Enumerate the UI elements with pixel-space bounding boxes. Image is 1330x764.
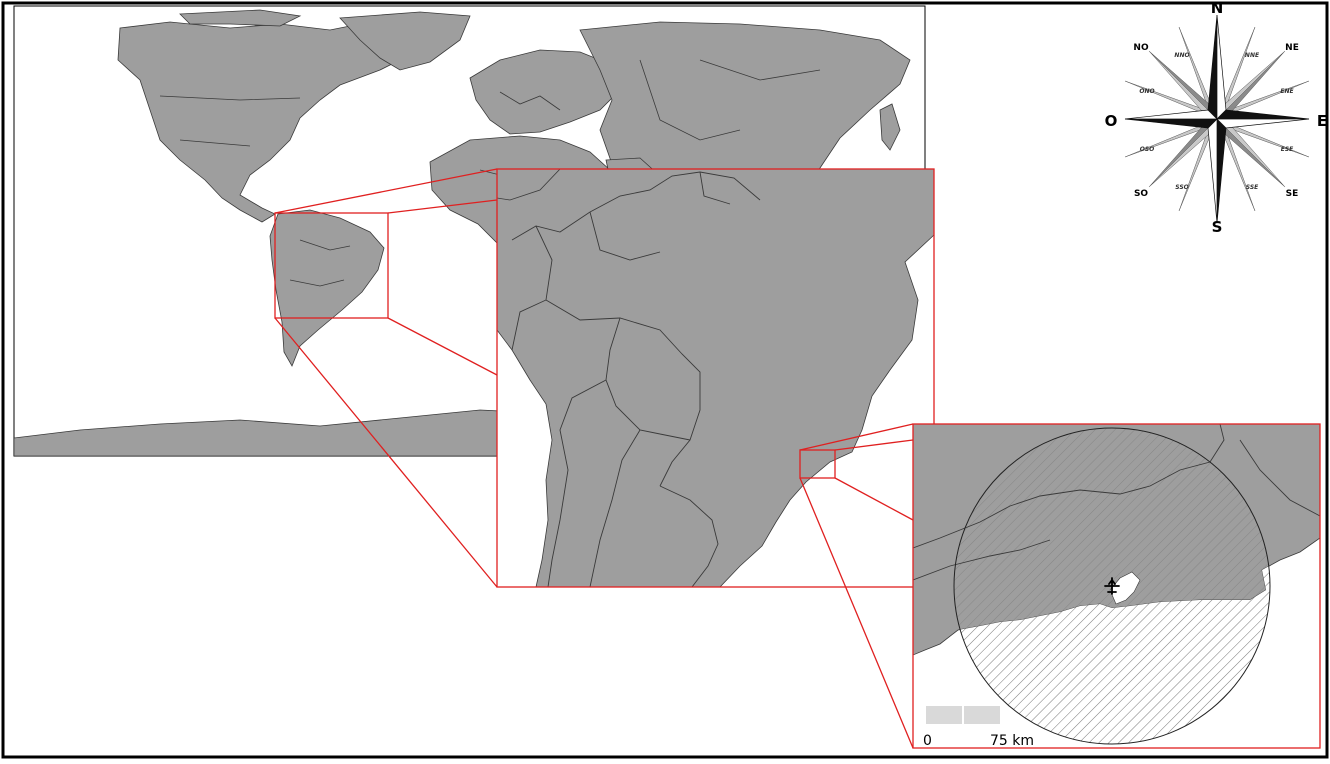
scale-bar-segment-2 <box>964 706 1000 724</box>
arctic-islands <box>179 9 302 27</box>
compass-label-w: O <box>1105 112 1118 130</box>
compass-label-ssw: SSO <box>1175 184 1189 191</box>
south-america-landmass-inset <box>497 169 934 587</box>
rio-borders <box>913 424 1320 581</box>
compass-label-n: N <box>1211 0 1224 17</box>
south-america-selection-box <box>274 212 389 319</box>
world-to-sa-connectors <box>274 168 498 588</box>
guanabara-bay <box>1109 571 1141 605</box>
europe-landmass <box>469 49 621 135</box>
compass-label-ese: ESE <box>1281 146 1294 153</box>
compass-label-se: SE <box>1286 189 1299 199</box>
scale-bar-end-label: 75 km <box>990 733 1034 749</box>
greenland-landmass <box>339 11 471 71</box>
compass-label-s: S <box>1212 218 1223 236</box>
compass-label-wsw: OSO <box>1140 146 1155 153</box>
south-america-inset-frame <box>496 168 935 588</box>
compass-secondary-rays <box>1124 26 1310 212</box>
compass-label-wnw: ONO <box>1139 88 1154 95</box>
caribbean-coast-landmass <box>497 169 561 201</box>
rio-inset-frame <box>912 423 1321 749</box>
study-area-buffer-circle <box>953 427 1271 745</box>
south-america-landmasses <box>497 169 934 587</box>
sa-to-rio-connectors <box>799 423 914 749</box>
compass-label-sw: SO <box>1134 189 1148 199</box>
compass-label-nne: NNE <box>1245 52 1260 59</box>
compass-label-e: E <box>1317 112 1327 130</box>
south-america-inset-panel <box>496 168 935 588</box>
scale-bar-segment-1 <box>926 706 962 724</box>
compass-label-nw: NO <box>1133 43 1149 53</box>
compass-secondary-labels: NNE NNO ENE ESE SSE SSO OSO ONO <box>1139 52 1294 191</box>
compass-label-ene: ENE <box>1280 88 1294 95</box>
japan-landmass <box>879 103 901 151</box>
airplane-icon <box>1104 577 1120 595</box>
compass-label-sse: SSE <box>1246 184 1259 191</box>
scale-bar-start-label: 0 <box>923 733 932 749</box>
south-america-country-borders <box>511 171 761 587</box>
compass-intercardinal-rays <box>1148 50 1286 188</box>
compass-cardinal-rays <box>1124 14 1310 224</box>
rio-inset-panel: 0 75 km <box>912 423 1321 749</box>
scale-bar: 0 75 km <box>923 706 1034 749</box>
compass-rose-icon: N S E O NE NO SE SO NNE NNO ENE ESE SSE … <box>1105 0 1328 236</box>
compass-label-nnw: NNO <box>1174 52 1189 59</box>
rio-landmasses <box>913 424 1320 744</box>
rio-selection-box <box>799 449 836 479</box>
compass-labels: N S E O NE NO SE SO <box>1105 0 1328 236</box>
compass-label-ne: NE <box>1285 43 1299 53</box>
